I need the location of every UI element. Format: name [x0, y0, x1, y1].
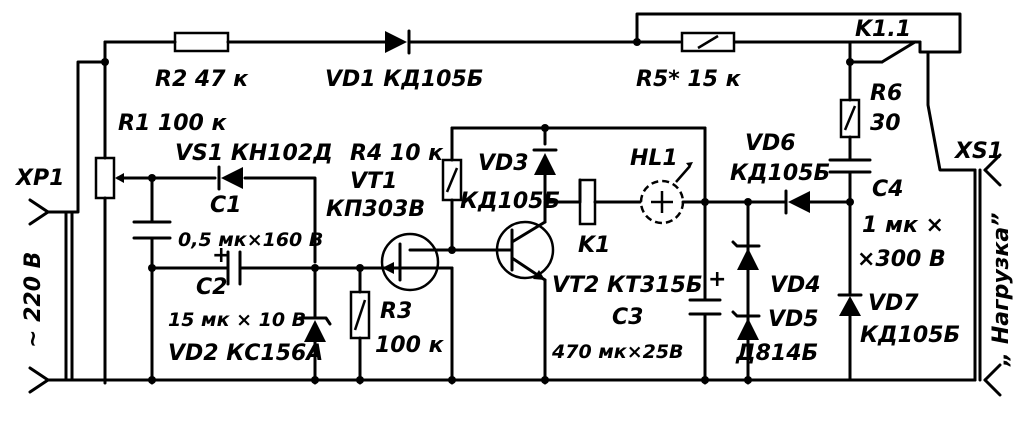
- label-vd2: VD2 КС156А: [168, 341, 323, 366]
- k1-relay-coil: [578, 178, 597, 226]
- label-c1-val: 0,5 мк×160 В: [178, 229, 323, 251]
- wires: [46, 12, 977, 385]
- vd2-zener: [298, 316, 332, 342]
- vt1-transistor: [380, 232, 440, 292]
- label-vd7-type: КД105Б: [860, 323, 960, 348]
- label-mains: ~ 220 В: [21, 252, 46, 348]
- label-r3: R3: [380, 299, 412, 324]
- c4-capacitor: [828, 158, 872, 174]
- label-vd3-type: КД105Б: [460, 189, 560, 214]
- label-c4-val2: ×300 В: [857, 247, 946, 272]
- c2-capacitor: [226, 250, 242, 286]
- label-r6-val: 30: [870, 111, 901, 136]
- label-r4: R4 10 к: [350, 141, 444, 166]
- vd4-zener: [731, 240, 761, 270]
- r3-resistor: [349, 290, 371, 340]
- r2-resistor: [173, 31, 230, 53]
- label-load: „ Нагрузка”: [989, 213, 1014, 367]
- vt2-transistor: [495, 200, 555, 292]
- r5-resistor: [680, 31, 736, 53]
- vs1-dinistor: [217, 165, 243, 191]
- label-k1: K1: [578, 233, 610, 258]
- label-c1: C1: [210, 193, 241, 218]
- junction-dots: [101, 38, 854, 384]
- vd7-diode: [837, 293, 863, 316]
- label-c4-val1: 1 мк ×: [862, 213, 944, 238]
- r4-resistor: [441, 158, 463, 202]
- label-vd5: VD5: [768, 307, 819, 332]
- label-vt2: VT2 КТ315Б: [552, 273, 703, 298]
- label-vd6: VD6: [745, 131, 796, 156]
- label-vd1: VD1 КД105Б: [325, 67, 484, 92]
- c1-capacitor: [132, 220, 172, 240]
- label-vs1: VS1 КН102Д: [175, 141, 333, 166]
- vd6-diode: [784, 189, 810, 215]
- label-vt1-type: КП303В: [326, 197, 425, 222]
- label-hl1: HL1: [630, 146, 678, 171]
- label-vd45-type: Д814Б: [735, 341, 818, 366]
- label-vt1: VT1: [350, 169, 397, 194]
- label-xp1: XP1: [14, 166, 64, 191]
- label-k11: K1.1: [855, 17, 911, 42]
- label-c4: C4: [872, 177, 903, 202]
- hl1-indicator: [639, 162, 693, 225]
- xs1-socket: [848, 153, 1002, 397]
- label-c3-val: 470 мк×25В: [551, 341, 684, 363]
- r1-potentiometer: [94, 156, 130, 200]
- label-r3-val: 100 к: [375, 333, 445, 358]
- label-plus-c2: +: [212, 243, 230, 268]
- label-r2: R2 47 к: [155, 67, 249, 92]
- c3-capacitor: [688, 298, 722, 316]
- label-c3: C3: [612, 305, 643, 330]
- vd5-zener: [731, 310, 761, 340]
- label-c2-val: 15 мк × 10 В: [168, 309, 306, 331]
- label-r5: R5* 15 к: [636, 67, 742, 92]
- label-xs1: XS1: [953, 139, 1003, 164]
- label-vd6-type: КД105Б: [730, 161, 830, 186]
- label-vd4: VD4: [770, 273, 821, 298]
- label-r6: R6: [870, 81, 902, 106]
- label-vd3: VD3: [478, 151, 529, 176]
- label-c2: C2: [196, 275, 227, 300]
- r6-resistor: [839, 98, 861, 139]
- k11-relay-contact: [880, 40, 930, 64]
- label-r1: R1 100 к: [118, 111, 227, 136]
- xp1-plug: [28, 198, 74, 394]
- label-vd7: VD7: [868, 291, 919, 316]
- vd3-diode: [532, 148, 558, 175]
- vd1-diode: [385, 29, 411, 55]
- label-plus-c3: +: [708, 267, 726, 292]
